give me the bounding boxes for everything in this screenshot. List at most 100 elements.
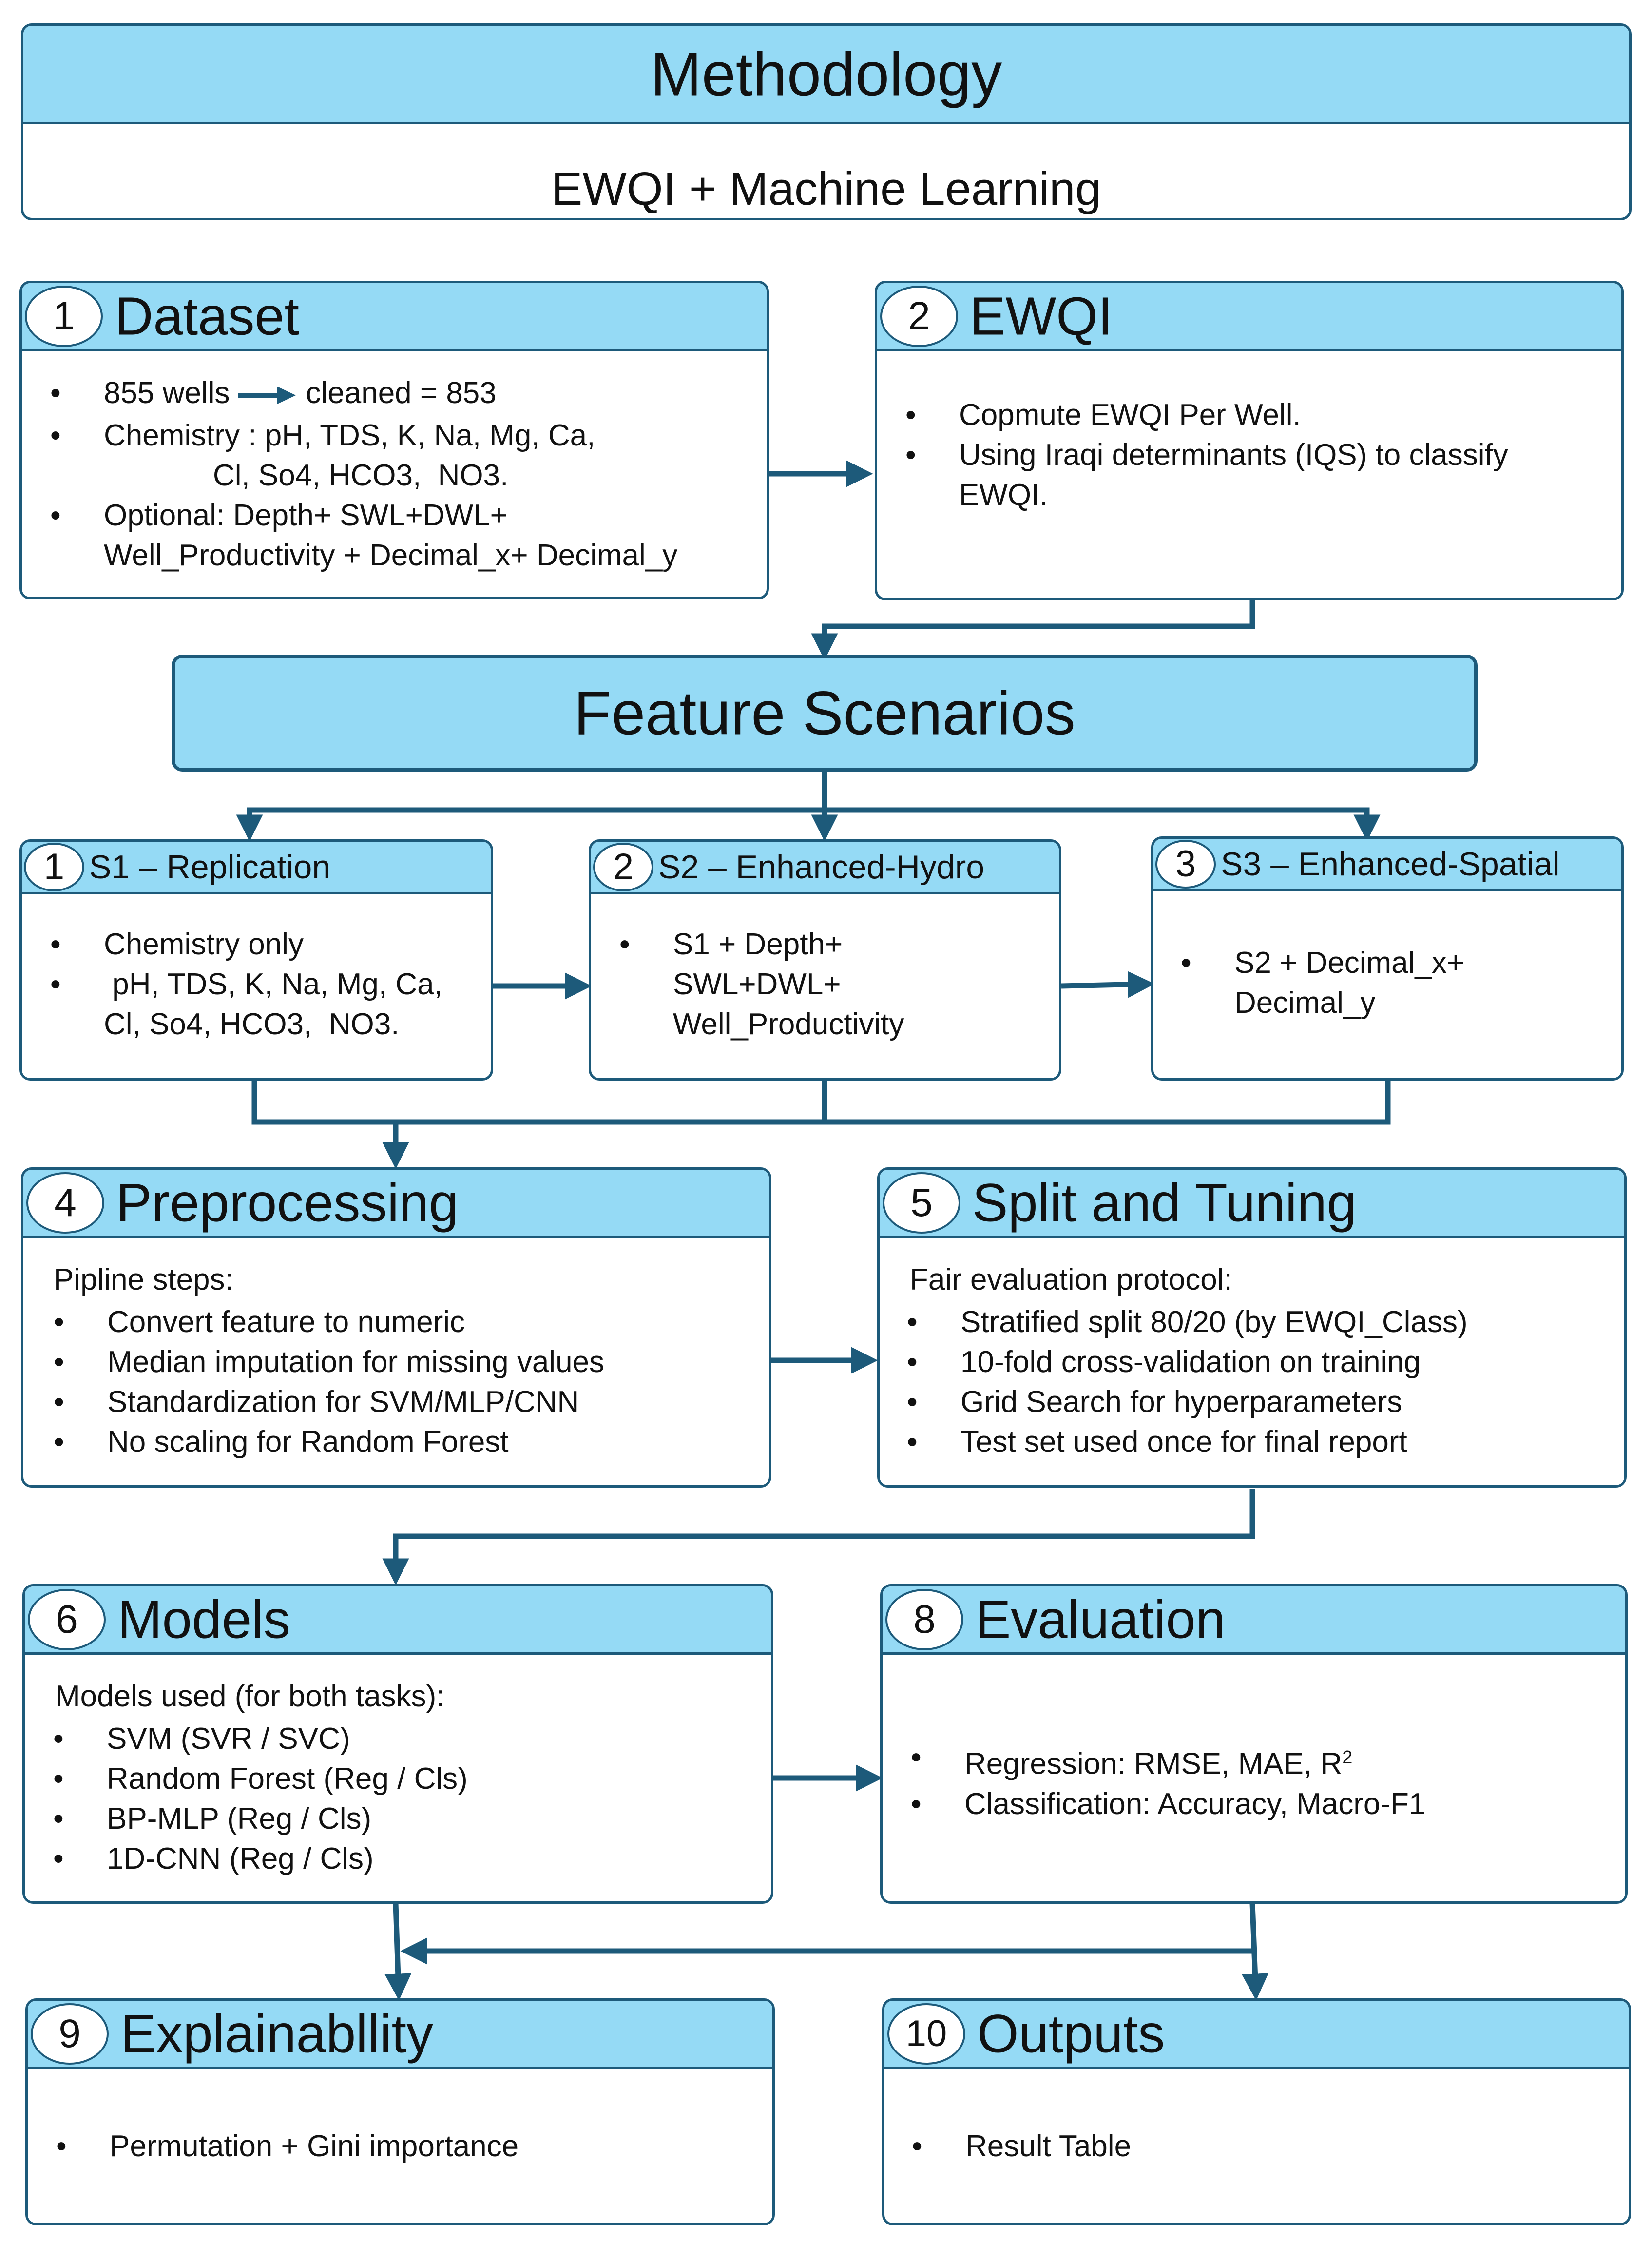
right-arrow-icon: [238, 386, 296, 404]
outputs-title: Outputs: [977, 2004, 1165, 2064]
split-list: Stratified split 80/20 (by EWQI_Class) 1…: [907, 1302, 1468, 1462]
s1-title: S1 – Replication: [89, 848, 331, 886]
preprocessing-header: 4 Preprocessing: [23, 1170, 769, 1238]
feature-scenarios-title: Feature Scenarios: [574, 678, 1076, 748]
list-item: Chemistry only: [50, 925, 442, 965]
step-number: 5: [883, 1172, 960, 1234]
arrow-features-to-s3: [825, 807, 1381, 842]
s1-box: 1 S1 – Replication Chemistry only pH, TD…: [19, 839, 493, 1081]
dataset-wells-line: • 855 wells cleaned = 853: [50, 376, 497, 410]
list-item: Median imputation for missing values: [54, 1342, 604, 1382]
list-item: Optional: Depth+ SWL+DWL+: [50, 496, 677, 536]
list-item-continued: SWL+DWL+: [673, 967, 841, 1001]
s3-box: 3 S3 – Enhanced-Spatial S2 + Decimal_x+ …: [1151, 836, 1624, 1081]
list-item: Convert feature to numeric: [54, 1302, 604, 1342]
explainability-header: 9 Explainabllity: [28, 2001, 772, 2069]
list-item-continued: Cl, So4, HCO3, NO3.: [104, 459, 509, 492]
list-item-continued: Decimal_y: [1234, 986, 1376, 1020]
list-item: Regression: RMSE, MAE, R2: [911, 1738, 1425, 1784]
ewqi-header: 2 EWQI: [877, 283, 1621, 351]
list-item: Chemistry : pH, TDS, K, Na, Mg, Ca,: [50, 416, 677, 456]
dataset-box: 1 Dataset • 855 wells cleaned = 853 Chemi…: [19, 281, 769, 599]
evaluation-header: 8 Evaluation: [883, 1586, 1625, 1655]
list-item: Copmute EWQI Per Well.: [905, 395, 1508, 435]
list-item: Classification: Accuracy, Macro-F1: [911, 1784, 1425, 1824]
list-item: S2 + Decimal_x+: [1181, 943, 1464, 983]
s2-box: 2 S2 – Enhanced-Hydro S1 + Depth+ SWL+DW…: [589, 839, 1061, 1081]
ewqi-title: EWQI: [970, 286, 1113, 346]
outputs-list: Result Table: [912, 2127, 1131, 2166]
evaluation-title: Evaluation: [975, 1589, 1226, 1649]
list-item: Test set used once for final report: [907, 1422, 1468, 1462]
list-item: Random Forest (Reg / Cls): [53, 1759, 468, 1799]
explainability-title: Explainabllity: [120, 2004, 434, 2064]
step-number: 2: [880, 285, 958, 347]
arrow-features-to-s1: [236, 807, 825, 842]
arrow-evaluation-to-outputs: [1242, 1903, 1269, 2001]
bullet: •: [50, 376, 61, 410]
list-item: Using Iraqi determinants (IQS) to classi…: [905, 435, 1508, 475]
s3-list: S2 + Decimal_x+ Decimal_y: [1181, 943, 1464, 1023]
list-item: S1 + Depth+: [619, 925, 904, 965]
dataset-header: 1 Dataset: [22, 283, 767, 351]
s1-list: Chemistry only pH, TDS, K, Na, Mg, Ca, C…: [50, 925, 442, 1044]
r-squared-superscript: 2: [1342, 1747, 1353, 1768]
explainability-box: 9 Explainabllity Permutation + Gini impo…: [25, 1998, 775, 2225]
step-number: 3: [1155, 839, 1216, 889]
list-item: Stratified split 80/20 (by EWQI_Class): [907, 1302, 1468, 1342]
list-item-continued: EWQI.: [959, 478, 1048, 512]
models-intro: Models used (for both tasks):: [55, 1680, 445, 1713]
list-item: 1D-CNN (Reg / Cls): [53, 1839, 468, 1879]
step-number: 9: [31, 2003, 109, 2065]
list-item: 10-fold cross-validation on training: [907, 1342, 1468, 1382]
step-number: 1: [25, 285, 103, 347]
step-number: 4: [26, 1172, 104, 1234]
explainability-list: Permutation + Gini importance: [56, 2127, 519, 2166]
step-number: 2: [593, 842, 653, 891]
arrow-models-to-explain: [384, 1903, 412, 2001]
list-item: Permutation + Gini importance: [56, 2127, 519, 2166]
wells-count: 855 wells: [104, 376, 230, 410]
arrow-ewqi-to-features: [811, 600, 1255, 660]
preprocessing-intro: Pipline steps:: [54, 1263, 233, 1296]
list-item-continued: Well_Productivity + Decimal_x+ Decimal_y: [104, 539, 678, 572]
step-number: 6: [28, 1588, 106, 1650]
evaluation-box: 8 Evaluation Regression: RMSE, MAE, R2 C…: [880, 1584, 1628, 1904]
dataset-title: Dataset: [115, 286, 300, 346]
evaluation-list: Regression: RMSE, MAE, R2 Classification…: [911, 1738, 1425, 1824]
wells-cleaned: cleaned = 853: [306, 376, 497, 410]
split-intro: Fair evaluation protocol:: [910, 1263, 1232, 1296]
list-item: Standardization for SVM/MLP/CNN: [54, 1382, 604, 1422]
split-box: 5 Split and Tuning Fair evaluation proto…: [877, 1167, 1627, 1488]
models-header: 6 Models: [25, 1586, 771, 1655]
ewqi-box: 2 EWQI Copmute EWQI Per Well. Using Iraq…: [875, 281, 1624, 600]
methodology-header: Methodology: [23, 26, 1629, 124]
list-item: BP-MLP (Reg / Cls): [53, 1799, 468, 1839]
merge-scenarios: [251, 1080, 1391, 1125]
outputs-box: 10 Outputs Result Table: [882, 1998, 1631, 2225]
s2-list: S1 + Depth+ SWL+DWL+ Well_Productivity: [619, 925, 904, 1044]
step-number: 1: [24, 842, 84, 891]
models-title: Models: [117, 1589, 290, 1649]
page-subtitle: EWQI + Machine Learning: [551, 163, 1101, 215]
s3-title: S3 – Enhanced-Spatial: [1221, 845, 1560, 883]
list-item-continued: Cl, So4, HCO3, NO3.: [104, 1007, 400, 1041]
list-item: Grid Search for hyperparameters: [907, 1382, 1468, 1422]
step-number: 8: [885, 1588, 963, 1650]
preprocessing-box: 4 Preprocessing Pipline steps: Convert f…: [21, 1167, 771, 1488]
ewqi-list: Copmute EWQI Per Well. Using Iraqi deter…: [905, 395, 1508, 515]
methodology-box: Methodology EWQI + Machine Learning: [21, 23, 1632, 220]
preprocessing-list: Convert feature to numeric Median imputa…: [54, 1302, 604, 1462]
split-title: Split and Tuning: [972, 1173, 1357, 1233]
page-title: Methodology: [650, 39, 1002, 108]
s1-header: 1 S1 – Replication: [22, 842, 491, 894]
arrow-split-to-models: [382, 1489, 1255, 1586]
split-header: 5 Split and Tuning: [880, 1170, 1624, 1238]
arrow-s2-to-s3: [1061, 971, 1155, 998]
step-number: 10: [887, 2003, 965, 2065]
list-item: pH, TDS, K, Na, Mg, Ca,: [50, 965, 442, 1005]
outputs-header: 10 Outputs: [884, 2001, 1629, 2069]
s2-title: S2 – Enhanced-Hydro: [658, 848, 985, 886]
list-item-continued: Well_Productivity: [673, 1007, 904, 1041]
